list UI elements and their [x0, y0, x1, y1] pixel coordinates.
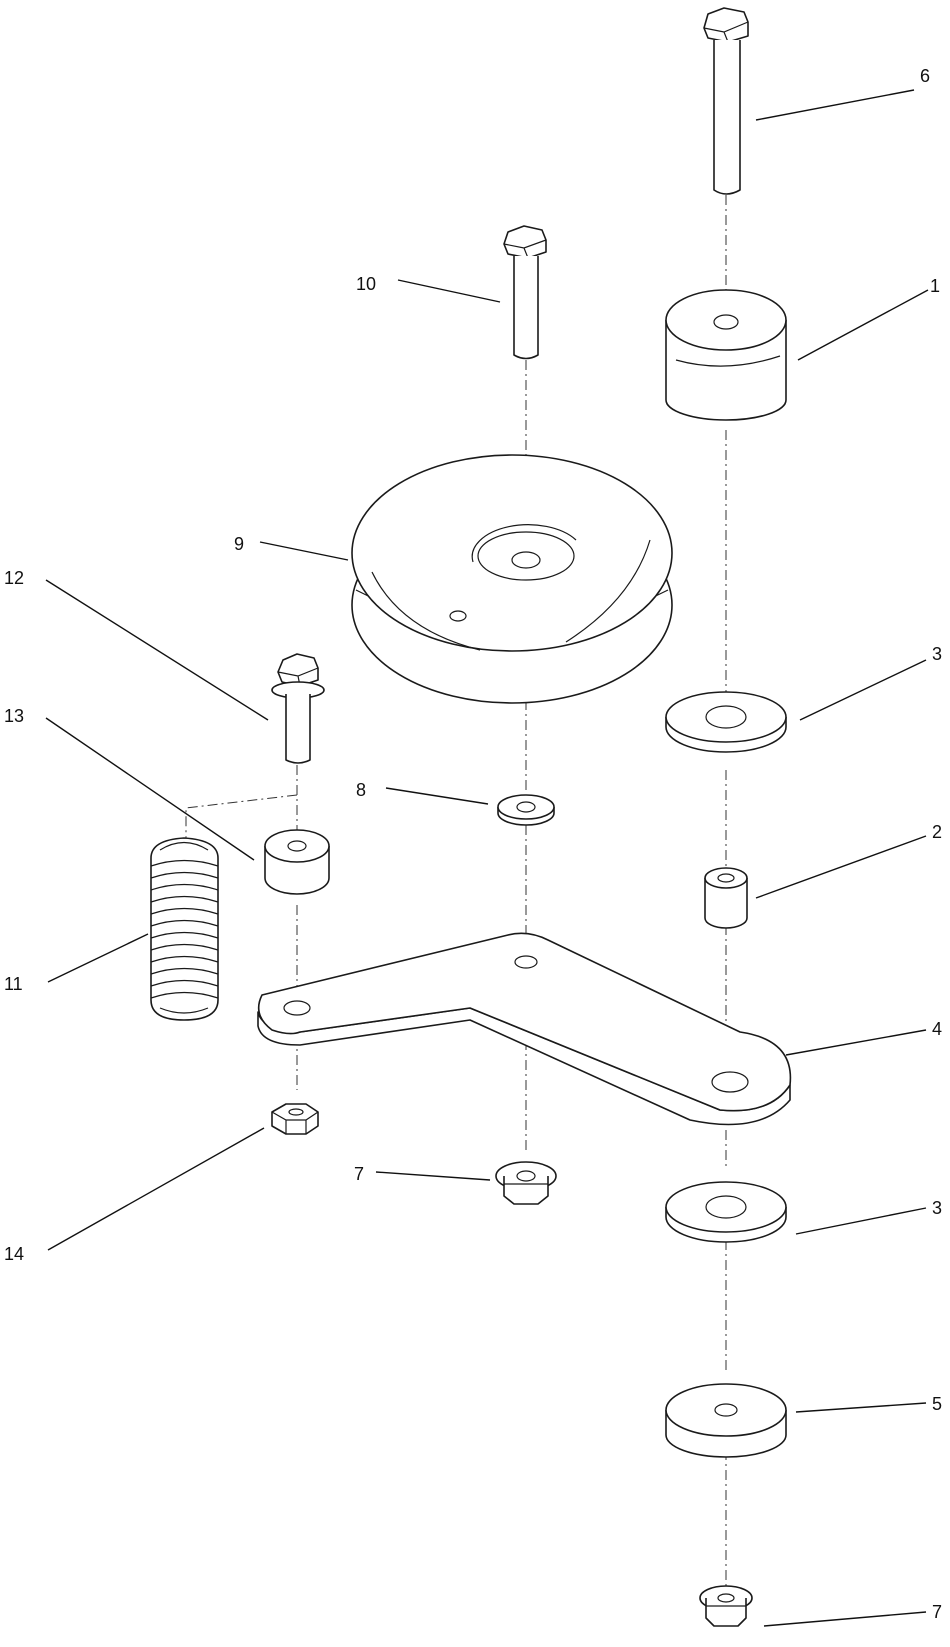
washer-upper-icon	[665, 691, 787, 753]
hex-nut-icon	[271, 1103, 319, 1135]
callout-7-center: 7	[354, 1164, 364, 1184]
leader-lines	[45, 89, 929, 1627]
bracket-icon	[257, 932, 792, 1126]
callout-10: 10	[356, 274, 376, 294]
callout-12: 12	[4, 568, 24, 588]
callout-3-upper: 3	[932, 644, 942, 664]
callout-labels: 6 1 10 9 12 13 8 3 2 11 4 14 7 3 5 7	[4, 66, 942, 1622]
callout-9: 9	[234, 534, 244, 554]
callout-4: 4	[932, 1019, 942, 1039]
pulley-icon	[351, 454, 673, 704]
flange-nut-center-icon	[495, 1161, 557, 1205]
callout-3-lower: 3	[932, 1198, 942, 1218]
callout-11: 11	[4, 974, 23, 994]
callout-7-bottom: 7	[932, 1602, 942, 1622]
spacer-flat-icon	[665, 1383, 787, 1458]
small-washer-icon	[497, 794, 555, 826]
callout-5: 5	[932, 1394, 942, 1414]
pulley-bolt-icon	[503, 225, 547, 360]
spacer-small-icon	[264, 829, 330, 895]
callout-14: 14	[4, 1244, 24, 1264]
assembly-axes	[185, 195, 727, 1590]
long-bolt-icon	[703, 7, 749, 195]
washer-lower-icon	[665, 1181, 787, 1243]
cylinder-spacer-icon	[665, 289, 787, 421]
spring-icon	[150, 837, 219, 1021]
callout-13: 13	[4, 706, 24, 726]
flange-nut-bottom-icon	[699, 1585, 753, 1627]
bushing-icon	[704, 867, 748, 929]
callout-8: 8	[356, 780, 366, 800]
callout-1: 1	[930, 276, 940, 296]
callout-6: 6	[920, 66, 930, 86]
callout-2: 2	[932, 822, 942, 842]
flange-bolt-icon	[271, 653, 325, 764]
